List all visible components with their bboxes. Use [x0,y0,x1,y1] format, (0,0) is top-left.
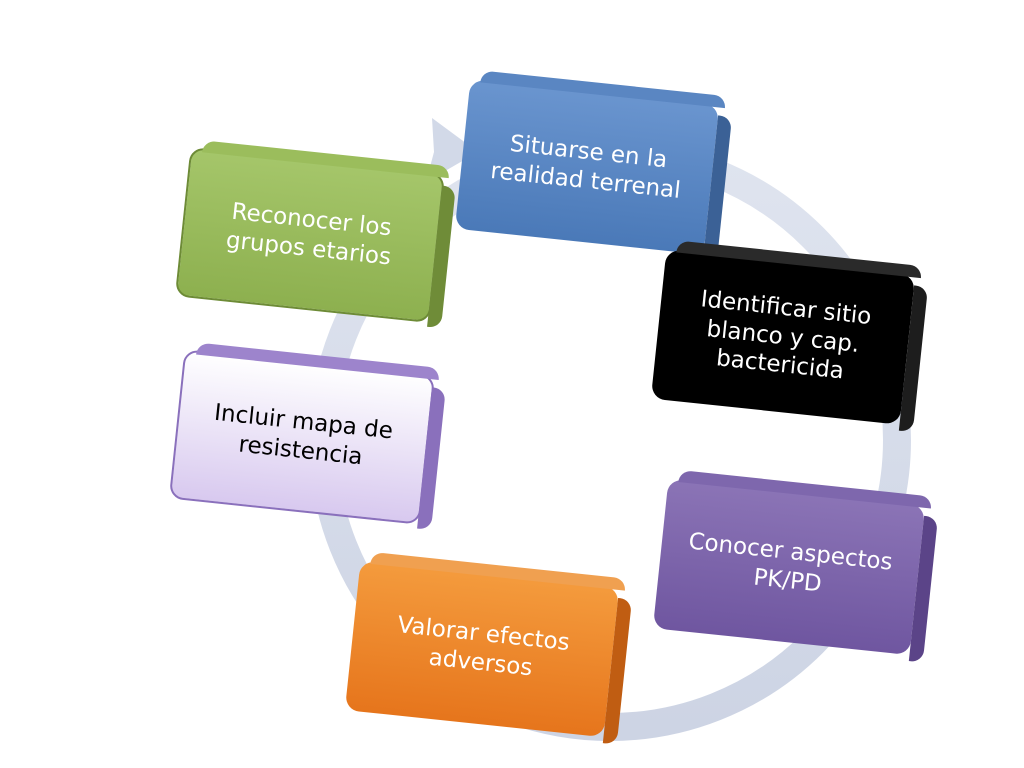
step-reconocer: Reconocer los grupos etarios [174,147,446,323]
step-conocer: Conocer aspectos PK/PD [652,478,926,656]
step-valorar: Valorar efectos adversos [344,560,620,738]
step-incluir: Incluir mapa de resistencia [168,349,436,525]
step-situarse: Situarse en la realidad terrenal [454,79,720,255]
step-identificar: Identificar sitio blanco y cap. bacteric… [650,249,916,425]
